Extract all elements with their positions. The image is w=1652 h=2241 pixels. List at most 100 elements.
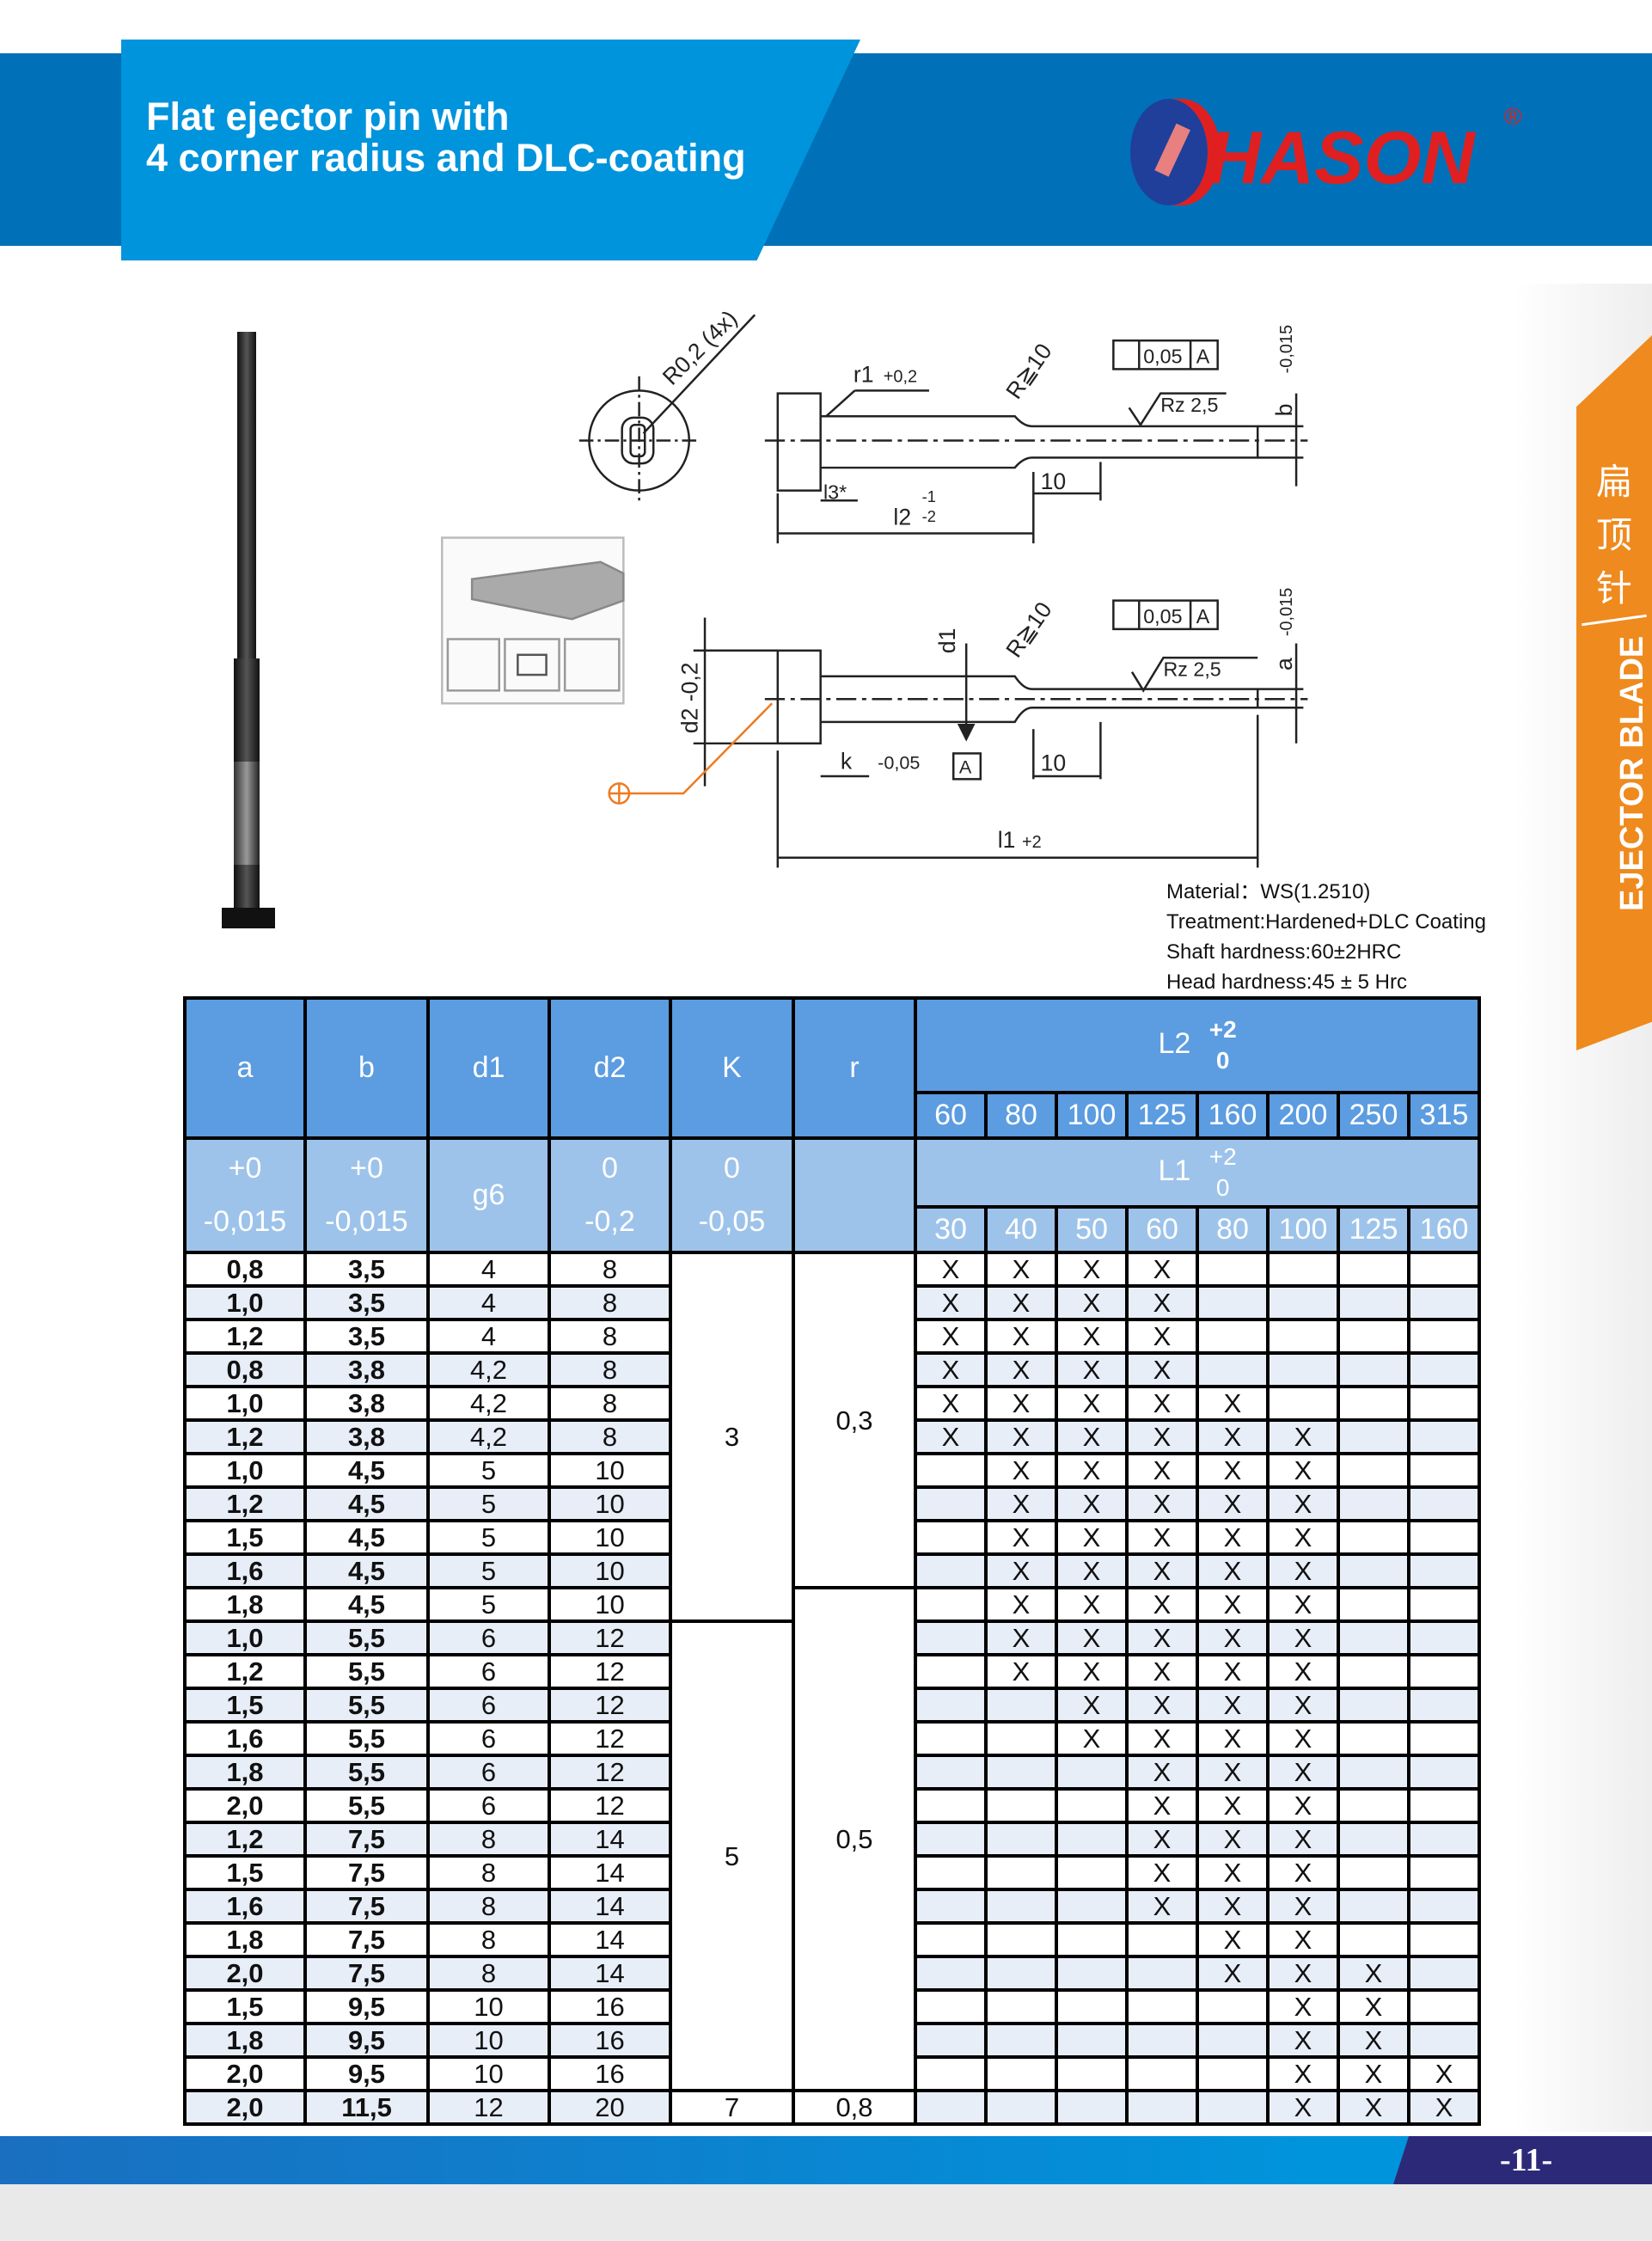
cell-a: 1,6 — [183, 1888, 307, 1925]
availability-empty — [1406, 1586, 1482, 1623]
tol-k: 0-0,05 — [669, 1136, 795, 1254]
availability-mark: X — [1266, 1452, 1340, 1489]
availability-empty — [1406, 1452, 1482, 1489]
l1-tol: +2 — [1022, 833, 1042, 852]
cell-b: 7,5 — [303, 1955, 430, 1992]
cell-a: 1,0 — [183, 1385, 307, 1422]
l2-tol-up: -1 — [922, 487, 936, 505]
availability-mark: X — [1196, 1854, 1270, 1891]
l1-value: 50 — [1055, 1205, 1129, 1254]
availability-empty — [984, 2055, 1058, 2092]
availability-mark: X — [1266, 1821, 1340, 1858]
cell-d2: 14 — [548, 1955, 672, 1992]
availability-mark: X — [1266, 1552, 1340, 1589]
cell-d2: 16 — [548, 2022, 672, 2059]
availability-empty — [914, 1787, 988, 1824]
availability-mark: X — [1055, 1687, 1129, 1724]
category-tab — [1576, 335, 1652, 1050]
availability-empty — [1406, 1720, 1482, 1757]
availability-empty — [1125, 1955, 1199, 1992]
availability-empty — [914, 1754, 988, 1791]
availability-empty — [914, 2022, 988, 2059]
l1-tol-up: +2 — [1208, 1143, 1237, 1170]
availability-empty — [1337, 1452, 1410, 1489]
cell-a: 2,0 — [183, 1787, 307, 1824]
cell-d2: 10 — [548, 1485, 672, 1522]
availability-empty — [1196, 2022, 1270, 2059]
availability-empty — [1406, 1318, 1482, 1355]
availability-mark: X — [1406, 2089, 1482, 2126]
availability-empty — [984, 2089, 1058, 2126]
l1-tol-lo: 0 — [1215, 1174, 1230, 1201]
availability-empty — [914, 2055, 988, 2092]
cell-d1: 6 — [426, 1620, 551, 1656]
rz-top: Rz 2,5 — [1160, 394, 1218, 416]
availability-empty — [914, 1586, 988, 1623]
cell-b: 4,5 — [303, 1485, 430, 1522]
availability-empty — [1196, 2089, 1270, 2126]
availability-empty — [1125, 2022, 1199, 2059]
availability-mark: X — [1196, 1754, 1270, 1791]
cell-b: 3,8 — [303, 1418, 430, 1455]
d1-label: d1 — [934, 628, 960, 654]
availability-empty — [1266, 1251, 1340, 1288]
availability-empty — [1406, 1620, 1482, 1656]
col-header-r: r — [792, 996, 917, 1140]
r1-label: r1 — [854, 361, 874, 387]
availability-empty — [914, 1485, 988, 1522]
col-header-l2: L2 +2 0 — [913, 996, 1482, 1094]
cell-d2: 16 — [548, 2055, 672, 2092]
availability-mark: X — [1125, 1318, 1199, 1355]
availability-mark: X — [1055, 1586, 1129, 1623]
availability-empty — [1125, 2089, 1199, 2126]
col-header-b: b — [303, 996, 430, 1140]
tol-d2: 0-0,2 — [548, 1136, 672, 1254]
cell-a: 1,8 — [183, 1754, 307, 1791]
cell-b: 3,5 — [303, 1284, 430, 1321]
availability-empty — [1337, 1687, 1410, 1724]
availability-empty — [1406, 1787, 1482, 1824]
datum-frame-bottom: A — [1196, 605, 1210, 628]
l1-value: 60 — [1125, 1205, 1199, 1254]
l2-value: 160 — [1196, 1091, 1270, 1140]
availability-empty — [1266, 1318, 1340, 1355]
cell-k: 7 — [669, 2089, 795, 2126]
cell-b: 7,5 — [303, 1821, 430, 1858]
cell-b: 9,5 — [303, 2055, 430, 2092]
hason-logo: HASON ® — [1130, 99, 1522, 205]
cell-b: 4,5 — [303, 1552, 430, 1589]
cell-a: 1,5 — [183, 1988, 307, 2025]
availability-mark: X — [1266, 1653, 1340, 1690]
availability-mark: X — [1196, 1787, 1270, 1824]
cell-b: 9,5 — [303, 2022, 430, 2059]
tol-r — [792, 1136, 917, 1254]
availability-mark: X — [1125, 1787, 1199, 1824]
cell-a: 2,0 — [183, 1955, 307, 1992]
availability-mark: X — [984, 1385, 1058, 1422]
cell-a: 1,2 — [183, 1318, 307, 1355]
l1-label: l1 — [998, 827, 1016, 853]
cell-d2: 8 — [548, 1418, 672, 1455]
cell-d1: 4 — [426, 1251, 551, 1288]
tol-b-up: +0 — [350, 1152, 383, 1185]
d2-label: d2 -0,2 — [677, 662, 703, 733]
availability-empty — [914, 1888, 988, 1925]
availability-mark: X — [914, 1284, 988, 1321]
availability-empty — [1337, 1385, 1410, 1422]
availability-mark: X — [1055, 1620, 1129, 1656]
cell-k: 5 — [669, 1620, 795, 2092]
availability-mark: X — [1125, 1720, 1199, 1757]
cell-d1: 4 — [426, 1284, 551, 1321]
tol-a: +0-0,015 — [183, 1136, 307, 1254]
b-label: b — [1271, 403, 1297, 416]
availability-mark: X — [1055, 1485, 1129, 1522]
availability-mark: X — [1196, 1687, 1270, 1724]
cell-d2: 12 — [548, 1687, 672, 1724]
cell-d1: 5 — [426, 1552, 551, 1589]
availability-mark: X — [1125, 1687, 1199, 1724]
availability-empty — [1406, 1251, 1482, 1288]
